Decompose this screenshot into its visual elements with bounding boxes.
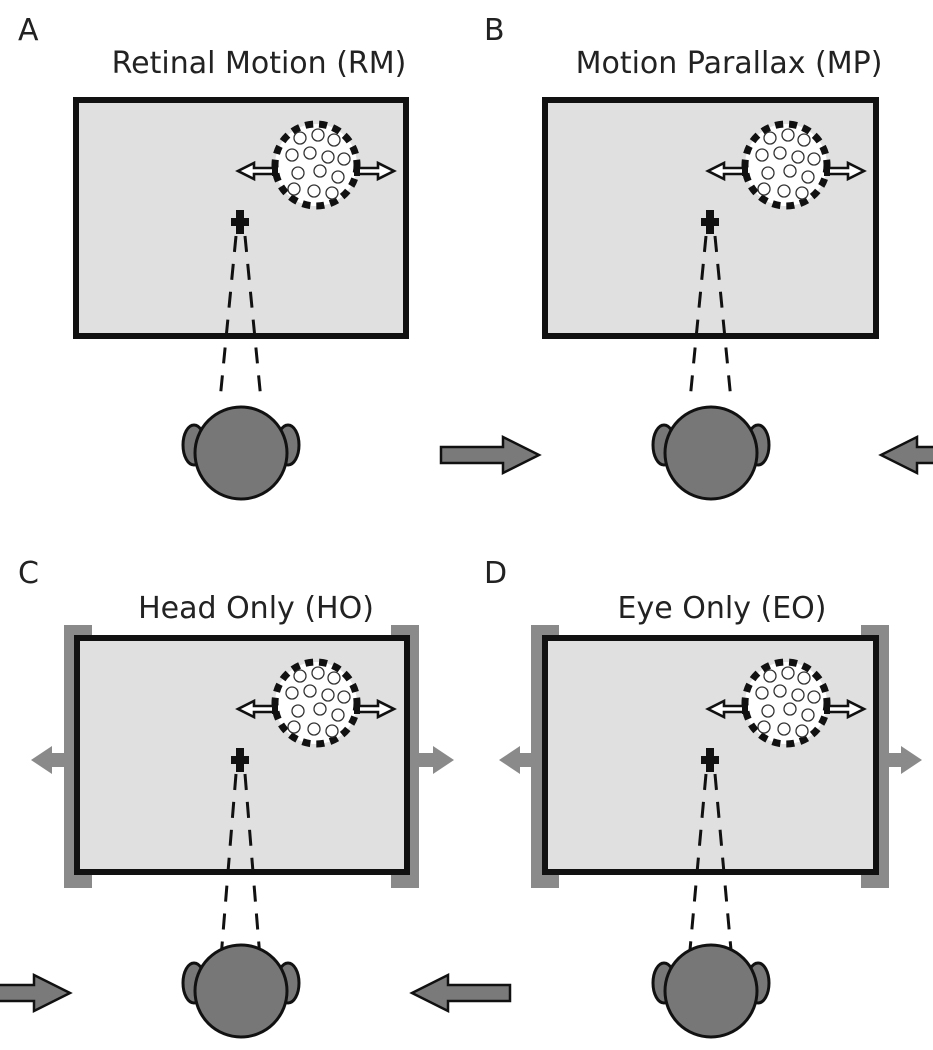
panel-title: Eye Only (EO) (618, 591, 827, 626)
panel-letter: A (18, 13, 39, 48)
dot-patch-icon (275, 124, 357, 206)
head-translation-arrow-left-icon (439, 435, 541, 475)
panel-b: B Motion Parallax (MP) (439, 13, 933, 501)
screen-translation-arrow-left-icon (31, 746, 66, 774)
screen-translation-arrow-left-icon (499, 746, 534, 774)
screen-translation-arrow-right-icon (887, 746, 922, 774)
line-of-sight (688, 773, 733, 951)
panel-title: Motion Parallax (MP) (576, 46, 883, 81)
panel-a: A Retinal Motion (RM) (18, 13, 409, 501)
panel-letter: C (18, 556, 39, 591)
head-icon (181, 943, 301, 1039)
line-of-sight (218, 773, 263, 971)
screen-translation-arrow-right-icon (419, 746, 454, 774)
panel-title: Retinal Motion (RM) (112, 46, 407, 81)
head-icon (651, 405, 771, 501)
dot-patch-icon (745, 662, 827, 744)
dot-patch-icon (745, 124, 827, 206)
dot-patch-icon (275, 662, 357, 744)
panel-d: D Eye Only (EO) (484, 556, 922, 1039)
panel-letter: B (484, 13, 505, 48)
head-icon (181, 405, 301, 501)
head-icon (651, 943, 771, 1039)
head-translation-arrow-left-icon (0, 973, 72, 1013)
head-translation-arrow-right-icon (410, 973, 512, 1013)
panel-c: C Head Only (HO) (0, 556, 512, 1039)
panel-letter: D (484, 556, 507, 591)
panel-title: Head Only (HO) (138, 591, 374, 626)
head-translation-arrow-right-icon (879, 435, 933, 475)
